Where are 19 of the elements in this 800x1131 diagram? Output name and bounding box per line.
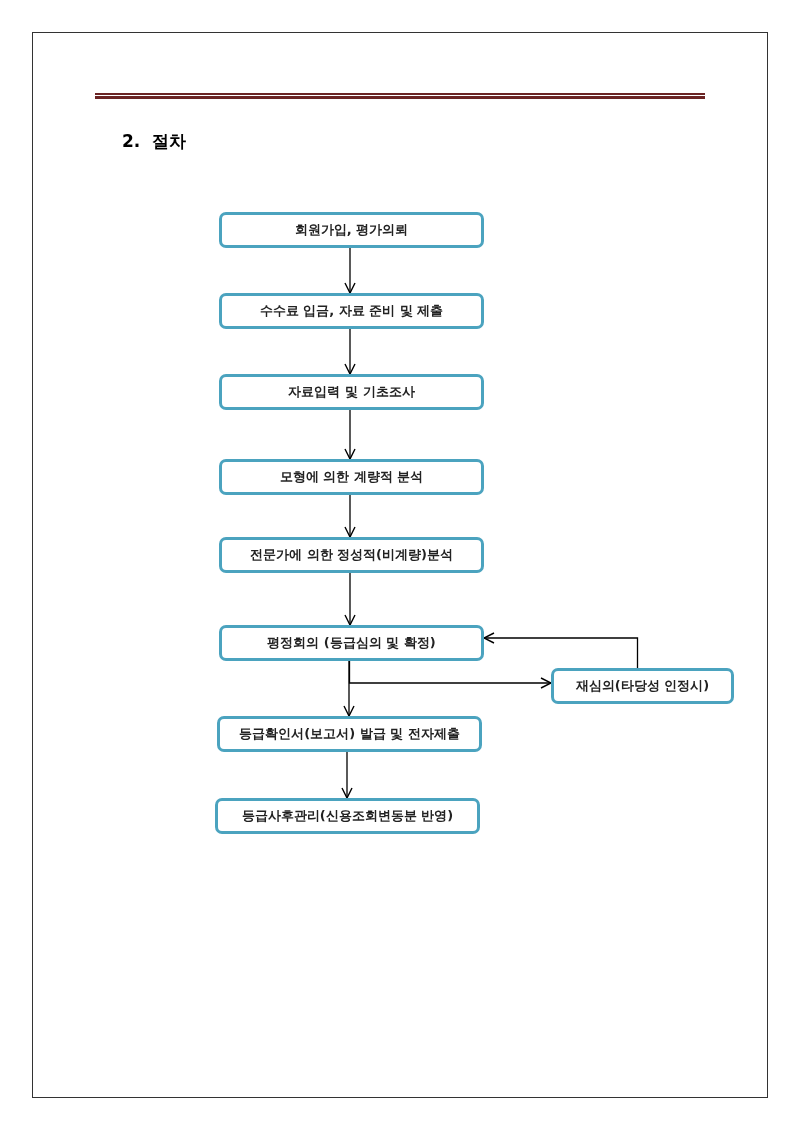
process-box: 등급사후관리(신용조회변동분 반영) (215, 798, 480, 834)
process-box: 등급확인서(보고서) 발급 및 전자제출 (217, 716, 482, 752)
process-box: 수수료 입금, 자료 준비 및 제출 (219, 293, 484, 329)
arrow (344, 572, 356, 626)
process-box: 회원가입, 평가의뢰 (219, 212, 484, 248)
arrow (343, 660, 355, 717)
process-box: 전문가에 의한 정성적(비계량)분석 (219, 537, 484, 573)
section-heading: 2. 절차 (122, 130, 187, 153)
arrow (344, 409, 356, 460)
arrow (483, 632, 639, 669)
process-box: 재심의(타당성 인정시) (551, 668, 734, 704)
arrow (348, 660, 552, 689)
process-box: 자료입력 및 기초조사 (219, 374, 484, 410)
process-box: 모형에 의한 계량적 분석 (219, 459, 484, 495)
arrow (344, 247, 356, 294)
arrow (344, 328, 356, 375)
arrow (344, 494, 356, 538)
process-box: 평정회의 (등급심의 및 확정) (219, 625, 484, 661)
arrow (341, 751, 353, 799)
